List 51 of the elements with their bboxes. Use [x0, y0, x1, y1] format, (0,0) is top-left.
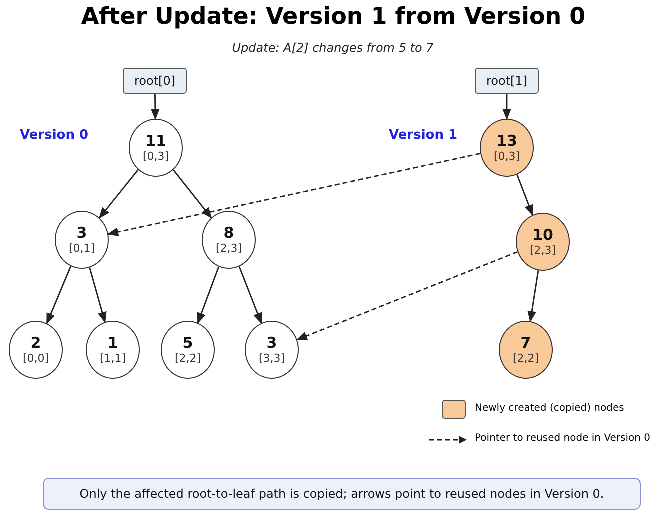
- sum-value: 13: [496, 133, 518, 150]
- version-label: Version 0: [20, 128, 89, 143]
- title: After Update: Version 1 from Version 0: [80, 4, 587, 30]
- version-label: Version 1: [389, 128, 458, 143]
- child-arrow: [89, 268, 107, 324]
- tree-node: [202, 211, 256, 269]
- sum-value: 11: [146, 133, 166, 150]
- child-arrow: [502, 94, 512, 120]
- child-arrow: [172, 170, 212, 219]
- child-arrow: [528, 270, 540, 322]
- range-label: [0,3]: [142, 150, 170, 163]
- sum-value: 8: [224, 225, 234, 242]
- child-arrow: [98, 170, 139, 219]
- range-label: [0,0]: [22, 352, 50, 365]
- child-arrow: [46, 266, 72, 325]
- sum-value: 2: [30, 335, 42, 352]
- subtitle: Update: A[2] changes from 5 to 7: [232, 41, 434, 55]
- note-box: [43, 478, 641, 510]
- sum-value: 3: [76, 225, 88, 242]
- range-label: [2,3]: [216, 242, 242, 255]
- tree-node: [129, 119, 183, 177]
- range-label: [1,1]: [100, 352, 126, 365]
- pointer-box: [475, 68, 539, 94]
- child-arrow: [238, 266, 262, 324]
- legend-label: Newly created (copied) nodes: [475, 403, 624, 414]
- pointer-label: root[0]: [134, 74, 176, 88]
- sum-value: 1: [108, 335, 118, 352]
- range-label: [2,3]: [530, 244, 556, 257]
- range-label: [3,3]: [258, 352, 286, 365]
- range-label: [2,2]: [174, 352, 202, 365]
- legend-label: Pointer to reused node in Version 0: [475, 433, 651, 444]
- range-label: [2,2]: [512, 352, 540, 365]
- range-label: [0,1]: [68, 242, 96, 255]
- note-text: Only the affected root-to-leaf path is copied; arrows point to reused nodes in Version 0.: [80, 487, 604, 501]
- reuse-pointer-arrow: [296, 251, 518, 341]
- sum-value: 10: [532, 227, 554, 244]
- tree-node: [161, 321, 215, 379]
- pointer-label: root[1]: [486, 74, 528, 88]
- sum-value: 7: [520, 335, 532, 352]
- reuse-pointer-arrow: [107, 153, 481, 237]
- child-arrow: [516, 174, 534, 216]
- tree-node: [9, 321, 63, 379]
- tree-node: [245, 321, 299, 379]
- sum-value: 3: [266, 335, 278, 352]
- sum-value: 5: [182, 335, 194, 352]
- child-arrow: [150, 94, 160, 120]
- child-arrow: [197, 266, 220, 324]
- copied-node: [516, 213, 570, 271]
- tree-node: [55, 211, 109, 269]
- pointer-box: [123, 68, 187, 94]
- range-label: [0,3]: [494, 150, 520, 163]
